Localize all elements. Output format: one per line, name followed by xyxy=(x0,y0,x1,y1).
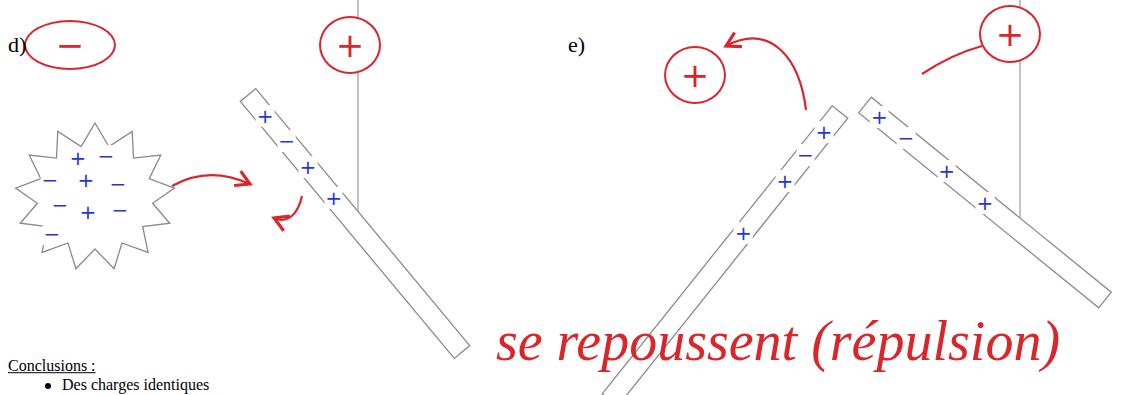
charge-sign: + xyxy=(976,192,995,214)
charge-sign: − xyxy=(277,130,296,152)
charge-sign: − xyxy=(111,199,130,221)
rod xyxy=(859,97,1112,308)
red-arrow xyxy=(726,39,806,110)
bullet xyxy=(45,383,51,389)
part-letter: d) xyxy=(8,33,26,57)
circled-sign: + xyxy=(979,5,1041,63)
charge-sign: − xyxy=(43,223,62,245)
charge-sign: + xyxy=(937,160,956,182)
charge-sign: + xyxy=(870,106,889,128)
circled-sign: − xyxy=(24,20,116,70)
sign-text: − xyxy=(56,28,85,62)
sign-text: + xyxy=(681,58,710,92)
charge-sign: + xyxy=(734,222,753,244)
sign-text: + xyxy=(336,28,365,62)
charge-sign: − xyxy=(896,127,915,149)
red-arrow xyxy=(172,175,250,186)
cloth-star xyxy=(16,123,175,269)
sign-text: + xyxy=(996,17,1025,51)
part-letter: e) xyxy=(568,33,585,57)
circled-sign: + xyxy=(319,16,381,74)
charge-sign: + xyxy=(775,170,794,192)
charge-sign: − xyxy=(51,194,70,216)
rod xyxy=(240,89,469,359)
red-leader xyxy=(922,46,982,74)
charge-sign: + xyxy=(77,169,96,191)
section-heading: Conclusions : xyxy=(8,357,96,375)
charge-sign: + xyxy=(256,105,275,127)
charge-sign: + xyxy=(324,187,343,209)
circled-sign: + xyxy=(664,46,726,104)
charge-sign: + xyxy=(299,156,318,178)
charge-sign: − xyxy=(97,145,116,167)
charge-sign: − xyxy=(41,169,60,191)
charge-sign: + xyxy=(69,147,88,169)
charge-sign: − xyxy=(109,173,128,195)
charge-sign: + xyxy=(79,201,98,223)
charge-sign: − xyxy=(796,144,815,166)
bullet-text: Des charges identiques xyxy=(62,376,209,394)
handwritten-answer: se repoussent (répulsion) xyxy=(496,311,1060,373)
red-arrow xyxy=(274,196,302,220)
charge-sign: + xyxy=(815,121,834,143)
